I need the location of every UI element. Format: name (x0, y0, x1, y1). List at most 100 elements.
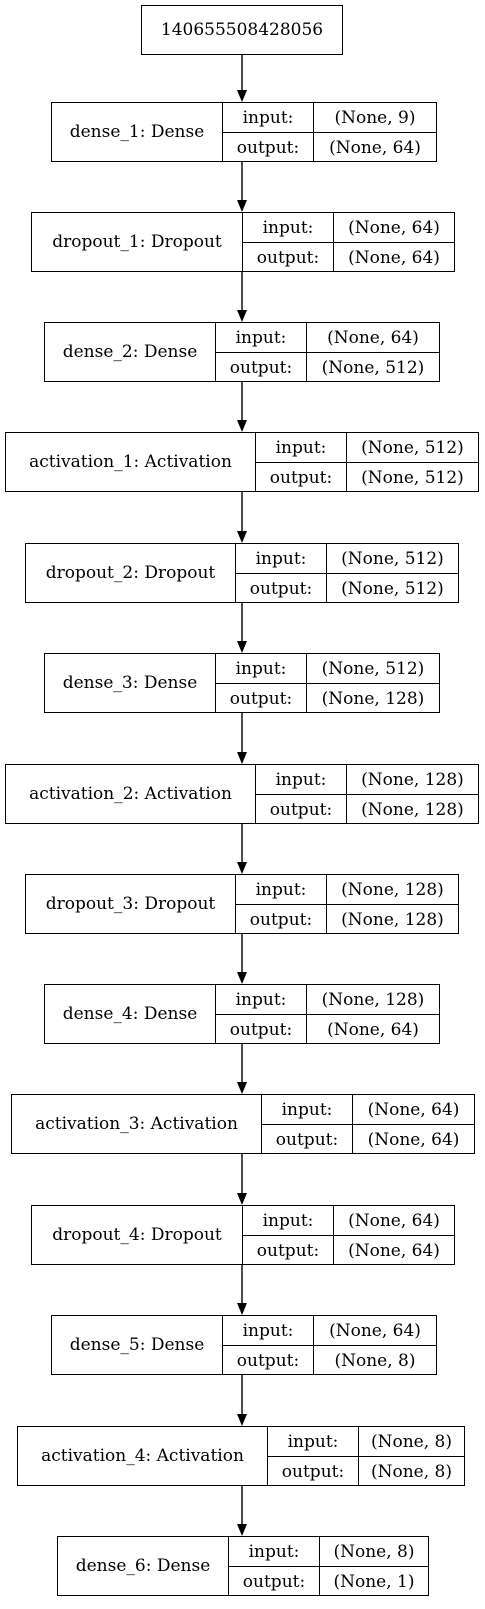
input-shape: (None, 64) (367, 1099, 460, 1120)
input-shape: (None, 64) (348, 217, 440, 238)
layer-name: dense_1: Dense (52, 103, 223, 161)
output-shape: (None, 64) (367, 1129, 460, 1150)
layer-io-table: input:(None, 8)output:(None, 8) (268, 1427, 464, 1486)
layer-io-table: input: (None, 128) output: (None, 64) (216, 985, 439, 1044)
input-shape: (None, 128) (341, 879, 444, 900)
layer-input-row: input:(None, 128) (236, 875, 458, 904)
input-shape: (None, 64) (327, 327, 419, 348)
input-shape: (None, 128) (361, 769, 464, 790)
output-shape: (None, 512) (341, 578, 444, 599)
layer-output-row: output:(None, 8) (268, 1456, 464, 1486)
arrow-head (237, 420, 247, 432)
output-label: output: (216, 684, 307, 713)
layer-output-row: output: (None, 64) (262, 1124, 474, 1154)
input-shape: (None, 512) (361, 437, 464, 458)
layer-input-row: input: (None, 64) (243, 213, 454, 242)
layer-io-table: input:(None, 64)output:(None, 8) (223, 1316, 436, 1375)
layer-io-table: input:(None, 128)output:(None, 128) (236, 875, 458, 934)
layer-input-row: input:(None, 64) (262, 1095, 474, 1124)
layer-io-table: input:(None, 8)output:(None, 1) (229, 1537, 428, 1596)
layer-output-row: output:(None, 128) (236, 904, 458, 934)
output-shape: (None, 128) (341, 909, 444, 930)
arrow-head (237, 862, 247, 874)
layer-io-table: input:(None, 128)output:(None, 128) (256, 765, 478, 824)
layer-io-table: input:(None, 512)output:(None, 512) (236, 544, 458, 603)
layer-output-row: output: (None, 512) (256, 462, 478, 492)
input-label: input: (216, 654, 307, 683)
arrow-head (237, 1193, 247, 1205)
output-label: output: (256, 463, 347, 492)
input-label: input: (216, 985, 307, 1014)
input-label: input: (243, 1206, 334, 1235)
layer-input-row: input:(None, 9) (223, 103, 436, 132)
layer-input-row: input:(None, 8) (229, 1537, 428, 1566)
input-node-label: 140655508428056 (160, 20, 324, 40)
output-label: output: (268, 1457, 359, 1486)
output-label: output: (223, 1346, 314, 1375)
layer-io-table: input:(None, 512)output:(None, 128) (216, 654, 439, 713)
layer-input-row: input:(None, 512) (256, 433, 478, 462)
input-shape: (None, 512) (341, 548, 444, 569)
output-shape: (None, 8) (334, 1350, 416, 1371)
input-label: input: (236, 544, 327, 573)
input-label: input: (216, 323, 307, 352)
layer-input-row: input:(None, 512) (216, 654, 439, 683)
arrow-head (237, 1414, 247, 1426)
layer-name: dropout_4: Dropout (32, 1206, 243, 1264)
layer-output-row: output: (None, 64) (243, 1235, 454, 1265)
layer-input-row: input: (None, 128) (216, 985, 439, 1014)
output-shape: (None, 64) (348, 1240, 440, 1261)
arrow-head (237, 90, 247, 102)
output-label: output: (216, 1015, 307, 1044)
input-shape: (None, 128) (321, 989, 425, 1010)
input-shape: (None, 64) (329, 1320, 421, 1341)
layer-io-table: input:(None, 9)output: (None, 64) (223, 103, 436, 162)
output-shape: (None, 512) (361, 467, 464, 488)
output-label: output: (229, 1567, 320, 1596)
layer-output-row: output:(None, 512) (216, 352, 439, 382)
layer-output-row: output:(None, 512) (236, 573, 458, 603)
output-label: output: (243, 1236, 334, 1265)
output-shape: (None, 64) (329, 137, 421, 158)
layer-name: activation_1: Activation (6, 433, 256, 491)
arrow-head (237, 531, 247, 543)
output-label: output: (262, 1125, 353, 1154)
input-shape: (None, 64) (348, 1210, 440, 1231)
input-shape: (None, 8) (370, 1431, 452, 1452)
arrow-head (237, 972, 247, 984)
output-label: output: (223, 133, 314, 162)
layer-output-row: output:(None, 128) (256, 794, 478, 824)
layer-output-row: output: (None, 64) (216, 1014, 439, 1044)
layer-name: dropout_3: Dropout (26, 875, 236, 933)
input-label: input: (223, 103, 314, 132)
layer-name: dense_4: Dense (45, 985, 216, 1043)
layer-input-row: input:(None, 8) (268, 1427, 464, 1456)
layer-name: dense_3: Dense (45, 654, 216, 712)
layer-name: activation_3: Activation (12, 1095, 262, 1153)
arrow-head (237, 752, 247, 764)
output-shape: (None, 64) (327, 1019, 419, 1040)
layer-input-row: input: (None, 64) (216, 323, 439, 352)
layer-output-row: output:(None, 128) (216, 683, 439, 713)
arrow-head (237, 1082, 247, 1094)
arrow-head (237, 641, 247, 653)
output-label: output: (216, 353, 307, 382)
layer-output-row: output: (None, 64) (223, 132, 436, 162)
layer-input-row: input: (None, 64) (243, 1206, 454, 1235)
layer-name: dense_6: Dense (58, 1537, 229, 1595)
input-label: input: (243, 213, 334, 242)
output-shape: (None, 128) (361, 799, 464, 820)
layer-name: dense_5: Dense (52, 1316, 223, 1374)
layer-io-table: input:(None, 64)output: (None, 64) (262, 1095, 474, 1154)
layer-output-row: output: (None, 8) (223, 1345, 436, 1375)
